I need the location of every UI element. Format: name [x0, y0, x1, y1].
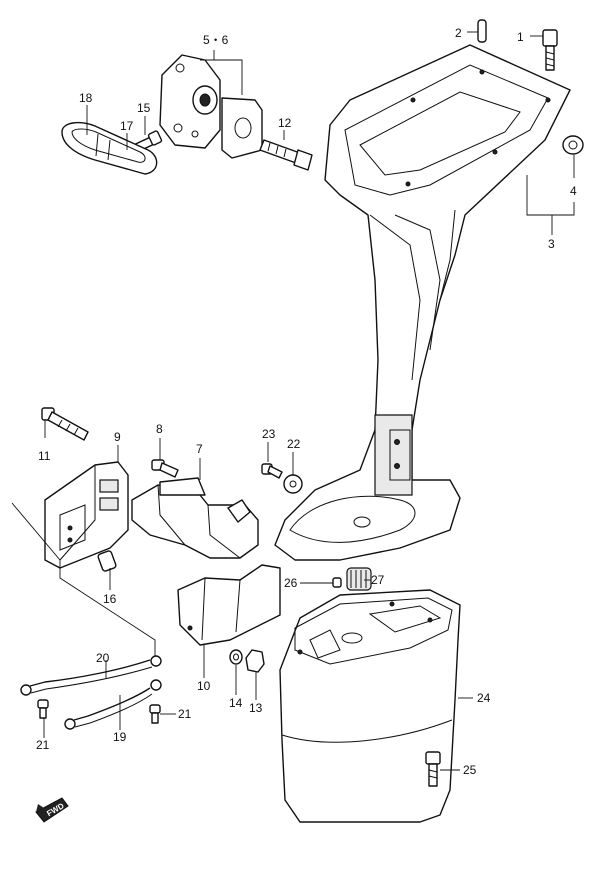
plug: [332, 577, 342, 588]
grommet: [283, 474, 303, 494]
callout-10: 10: [197, 679, 211, 693]
leader-lines: [11, 31, 575, 771]
screw: [261, 463, 283, 479]
forward-arrow-icon: FWD: [35, 797, 69, 823]
callout-16: 16: [103, 592, 117, 606]
bracket-bolt-long: [259, 139, 313, 171]
cover-plate: [61, 121, 158, 175]
callout-2: 2: [455, 26, 462, 40]
callout-22: 22: [287, 437, 301, 451]
cap: [346, 567, 372, 591]
callout-21-left: 21: [36, 738, 50, 752]
ground-wire-upper: [20, 655, 162, 696]
nut: [245, 649, 265, 673]
driveshaft-housing: [274, 44, 571, 561]
screw-left: [37, 699, 49, 719]
clamp-bolt: [41, 407, 89, 441]
callout-5-6: 5・6: [203, 33, 229, 47]
mount-bracket: [159, 54, 263, 159]
callout-4: 4: [570, 184, 577, 198]
clamp-bracket: [44, 461, 129, 569]
callout-21-right: 21: [178, 707, 192, 721]
callout-13: 13: [249, 701, 263, 715]
ground-wire-lower: [64, 679, 162, 730]
housing-bolt: [542, 29, 558, 71]
callout-17: 17: [120, 119, 134, 133]
callout-19: 19: [113, 730, 127, 744]
callout-18: 18: [79, 91, 93, 105]
callout-labels: 2 1 4 3 5・6 12 15 17 18 8 9 11 7 23 22 1…: [36, 26, 577, 777]
callout-25: 25: [463, 763, 477, 777]
callout-7: 7: [196, 442, 203, 456]
callout-24: 24: [477, 691, 491, 705]
lower-bolt: [425, 751, 441, 787]
callout-23: 23: [262, 427, 276, 441]
mount-rubber: [131, 477, 259, 559]
callout-27: 27: [371, 573, 385, 587]
rubber-bolt: [151, 459, 179, 478]
callout-20: 20: [96, 651, 110, 665]
lower-mount: [177, 564, 281, 646]
callout-8: 8: [156, 422, 163, 436]
callout-15: 15: [137, 101, 151, 115]
lower-housing: [279, 589, 461, 823]
bushing: [562, 135, 584, 155]
washer: [229, 649, 243, 665]
callout-14: 14: [229, 696, 243, 710]
callout-11: 11: [38, 449, 51, 463]
callout-26: 26: [284, 576, 298, 590]
callout-9: 9: [114, 430, 121, 444]
pin: [97, 550, 117, 572]
callout-3: 3: [548, 237, 555, 251]
callout-1: 1: [517, 30, 524, 44]
screw-right: [149, 704, 161, 724]
dowel-pin: [477, 19, 487, 43]
callout-12: 12: [278, 116, 292, 130]
